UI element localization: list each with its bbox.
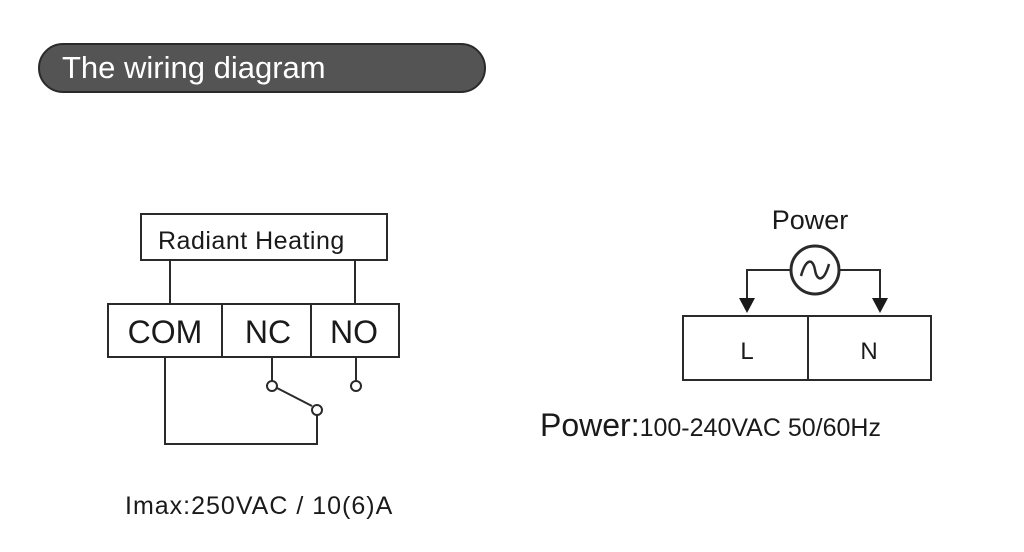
terminal-label-com: COM (128, 314, 203, 350)
load-label: Radiant Heating (158, 227, 345, 255)
wire-com-switch (164, 357, 318, 445)
switch-pivot-icon (311, 404, 323, 416)
terminal-label-no: NO (330, 314, 378, 350)
switch-arm (276, 387, 313, 407)
power-spec: Power:100-240VAC 50/60Hz (540, 407, 881, 444)
sine-wave-icon (799, 260, 831, 280)
terminal-label-n: N (860, 338, 877, 365)
arrow-down-icon (872, 298, 888, 313)
power-spec-value: 100-240VAC 50/60Hz (639, 414, 881, 442)
current-rating: Imax:250VAC / 10(6)A (125, 492, 394, 520)
section-title: The wiring diagram (62, 50, 326, 85)
wire-power-n (839, 269, 881, 300)
nc-contact-icon (266, 380, 278, 392)
section-title-banner: The wiring diagram (38, 43, 486, 93)
power-source-label: Power (772, 205, 849, 235)
no-contact-icon (350, 380, 362, 392)
terminal-label-nc: NC (245, 314, 291, 350)
arrow-down-icon (739, 298, 755, 313)
terminal-label-l: L (740, 338, 753, 365)
relay-terminal-block (107, 303, 400, 358)
load-box (140, 213, 388, 261)
wire-power-l (746, 269, 791, 300)
power-spec-label: Power: (540, 407, 640, 443)
